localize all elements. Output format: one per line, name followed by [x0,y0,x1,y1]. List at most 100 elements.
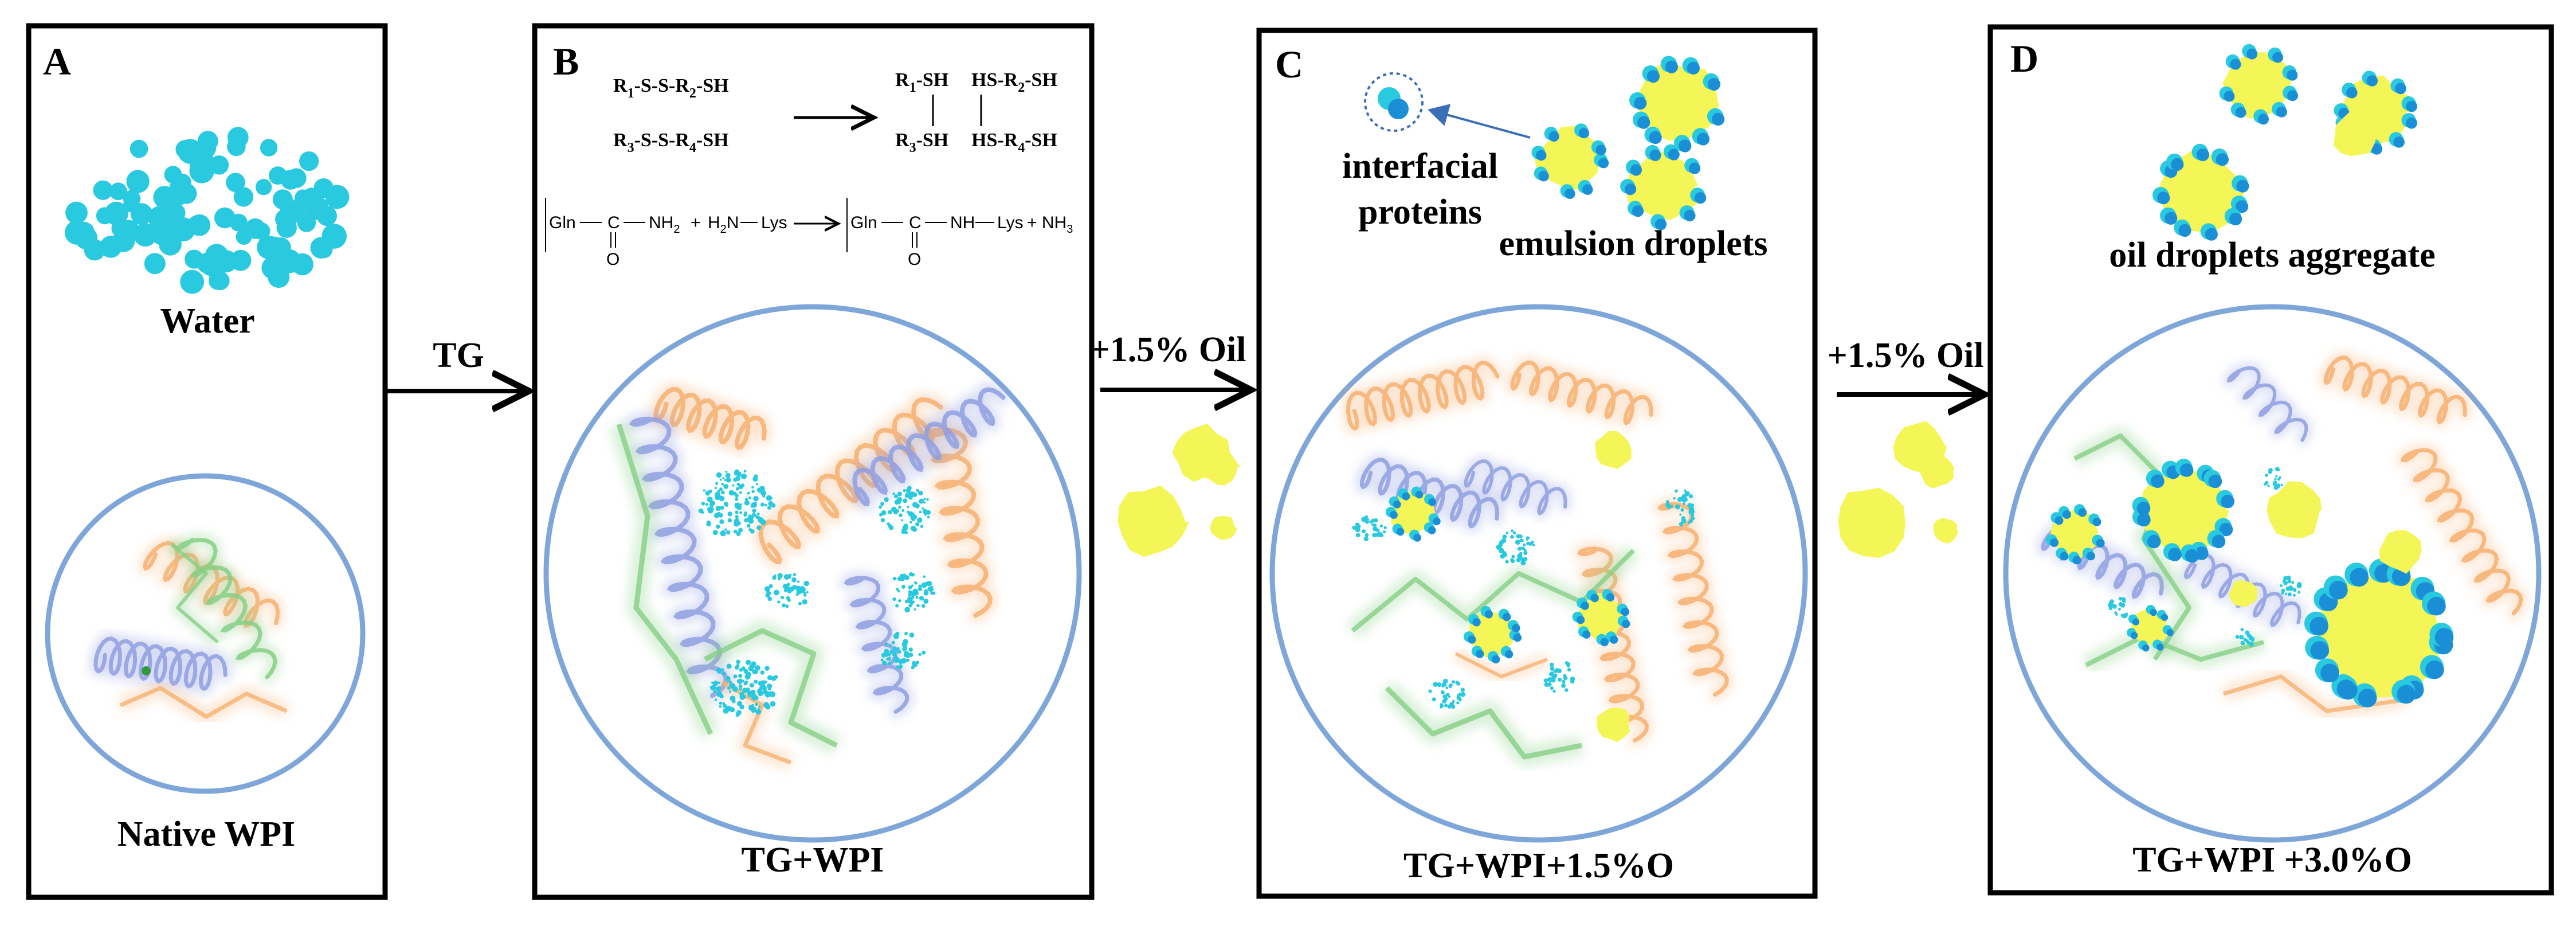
water-molecule [65,201,88,224]
water-dot [908,495,913,500]
interfacial-protein [1684,209,1696,222]
water-dot [758,705,761,708]
water-dot [739,503,742,506]
water-dot [782,603,786,608]
protein-helix [175,537,277,679]
interfacial-protein [1492,655,1500,664]
water-molecule [159,232,182,256]
interfacial-protein [1503,612,1511,622]
interfacial-protein [1689,162,1701,174]
water-dot [2240,640,2245,646]
water-molecule [185,249,204,269]
water-dot [1550,678,1555,682]
water-dot [1515,540,1520,545]
interfacial-protein [2425,660,2444,679]
water-dot [2118,608,2121,611]
interfacial-protein [1649,149,1661,161]
water-dot [760,670,765,675]
water-dot [923,501,926,504]
water-dot [884,497,889,502]
water-dot [741,679,744,683]
water-dot [709,501,715,506]
panel-a-letter: A [43,40,71,83]
interfacial-protein [2219,522,2233,537]
water-dot [754,679,758,684]
interfacial-protein [2221,494,2234,509]
water-dot [755,702,758,706]
water-dot [795,593,799,596]
interfacial-proteins-label-2: proteins [1358,193,1482,232]
water-dot [1505,560,1509,564]
water-dot [1558,677,1562,682]
water-dot [1516,558,1521,562]
water-dot [752,509,756,513]
protein-helix [1464,459,1567,515]
interfacial-protein [1610,635,1618,644]
reactant-2: R3-S-S-R4-SH [613,130,729,155]
water-dot [1532,544,1535,546]
water-dot [898,505,901,509]
water-dot [729,682,735,689]
water-dot [881,510,887,515]
interfacial-protein [2212,534,2226,549]
interfacial-protein [2320,663,2339,683]
water-dot [1460,691,1466,697]
panel-c: C interfacial proteins emulsion droplets… [1256,28,1818,899]
water-dot [764,503,767,507]
water-dot [898,599,901,603]
emulsion-droplet [1534,126,1603,190]
water-dot [919,510,922,514]
water-dot [741,666,746,671]
water-dot [888,661,892,665]
interfacial-protein [1600,638,1609,647]
water-dot [806,591,809,593]
water-dot [1371,523,1374,526]
water-dot [1376,528,1380,533]
water-dot [751,661,756,667]
water-dot [1355,533,1360,538]
interfacial-protein [2168,548,2182,561]
water-dot [917,517,923,523]
water-dot [770,701,776,707]
water-dot [901,659,904,662]
water-molecule [213,253,230,270]
water-dot [919,498,924,504]
emulsion-droplets-label: emulsion droplets [1499,224,1767,263]
water-dot [746,659,751,665]
protein-strand [703,628,838,748]
water-dot [719,513,723,518]
water-dot [918,653,922,657]
water-dot [918,490,923,496]
water-dot [907,598,913,604]
interfacial-protein [1578,127,1590,139]
interfacial-protein [1468,635,1476,644]
water-dot [924,589,928,593]
water-dot [1365,533,1369,537]
interfacial-protein [2205,228,2218,241]
water-dot [909,521,912,523]
water-dot [741,474,747,479]
oil-droplet [1596,708,1630,743]
water-dot [2240,628,2244,631]
water-dot [1502,552,1508,557]
panel-c-frame [1256,28,1818,899]
interfacial-protein [2358,689,2377,708]
water-dot [716,495,720,498]
water-dot [1361,517,1367,522]
water-dot [724,479,727,482]
water-molecule [268,266,290,288]
water-dot [734,689,737,692]
water-dot [1550,666,1555,671]
product-2: HS-R2-SH [971,69,1057,95]
water-dot [1526,538,1529,541]
water-dot [767,687,771,691]
water-dot [1677,497,1683,502]
water-dot [747,517,752,522]
water-dot [1383,530,1386,534]
panel-c-letter: C [1275,42,1303,86]
water-dot [742,687,747,693]
water-dot [912,573,915,576]
water-dot [2121,597,2126,602]
interfacial-protein [2078,508,2087,517]
water-dot [910,515,916,520]
